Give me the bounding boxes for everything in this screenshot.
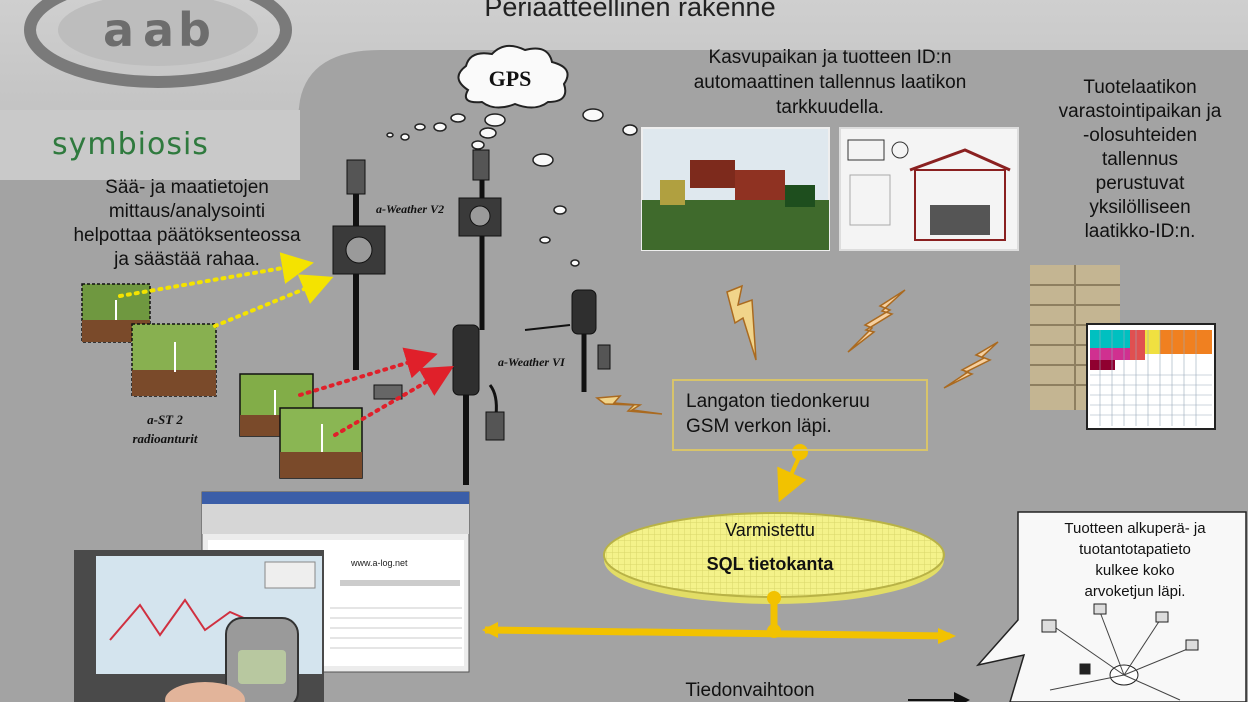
brand-wordmark: symbiosis bbox=[52, 127, 209, 162]
value-chain-callout bbox=[975, 511, 1247, 702]
sensor-data-arrows bbox=[118, 252, 454, 437]
harvester-photo bbox=[641, 127, 830, 251]
svg-text:b: b bbox=[178, 3, 211, 57]
weather-station-v2-left bbox=[332, 159, 386, 370]
svg-text:a: a bbox=[103, 3, 134, 57]
portal-url: www.a-log.net bbox=[351, 558, 408, 568]
weather-soil-caption: Sää- ja maatietojen mittaus/analysointi … bbox=[73, 177, 301, 270]
brand-panel bbox=[0, 110, 300, 180]
soil-sensor-photos bbox=[81, 283, 363, 479]
storage-grid-chart bbox=[1086, 323, 1216, 430]
field-id-caption: Kasvupaikan ja tuotteen ID:n automaattin… bbox=[693, 47, 967, 118]
wireless-label: Langaton tiedonkeruu GSM verkon läpi. bbox=[686, 391, 870, 437]
database-label-line2: SQL tietokanta bbox=[706, 554, 834, 574]
exchange-caption: Tiedonvaihtoon bbox=[685, 680, 815, 701]
origin-caption: Tuotteen alkuperä- ja tuotantotapatieto … bbox=[1064, 520, 1206, 600]
header-panel bbox=[0, 0, 1248, 175]
weather-station-v1-center bbox=[373, 324, 505, 485]
storage-caption: Tuotelaatikon varastointipaikan ja -olos… bbox=[1058, 77, 1222, 242]
wireless-to-db-connector bbox=[777, 444, 808, 503]
gps-signal-bubbles bbox=[386, 108, 638, 267]
gps-cloud-icon bbox=[457, 44, 569, 109]
sql-database-icon bbox=[603, 512, 945, 604]
ast2-label: a-ST 2 radioanturit bbox=[132, 412, 198, 446]
storage-schematic bbox=[839, 127, 1019, 251]
logo: a a b bbox=[24, 0, 292, 88]
weather-v1-label: a-Weather VI bbox=[498, 355, 565, 369]
data-exchange-arrows bbox=[482, 591, 956, 644]
gps-label: GPS bbox=[488, 66, 532, 91]
weather-station-v2-right bbox=[458, 149, 502, 330]
svg-text:a: a bbox=[143, 3, 174, 57]
page-title: Periaatteellinen rakenne bbox=[484, 0, 776, 22]
database-label-line1: Varmistettu bbox=[725, 520, 815, 540]
wireless-collection-box: Langaton tiedonkeruu GSM verkon läpi. bbox=[672, 379, 928, 451]
weather-station-v1-right bbox=[524, 289, 611, 392]
weather-v2-label: a-Weather V2 bbox=[376, 202, 445, 216]
wireless-lightning-icons bbox=[594, 284, 999, 415]
laptop-photo bbox=[74, 550, 324, 702]
mobile-phone-photo bbox=[165, 617, 299, 702]
